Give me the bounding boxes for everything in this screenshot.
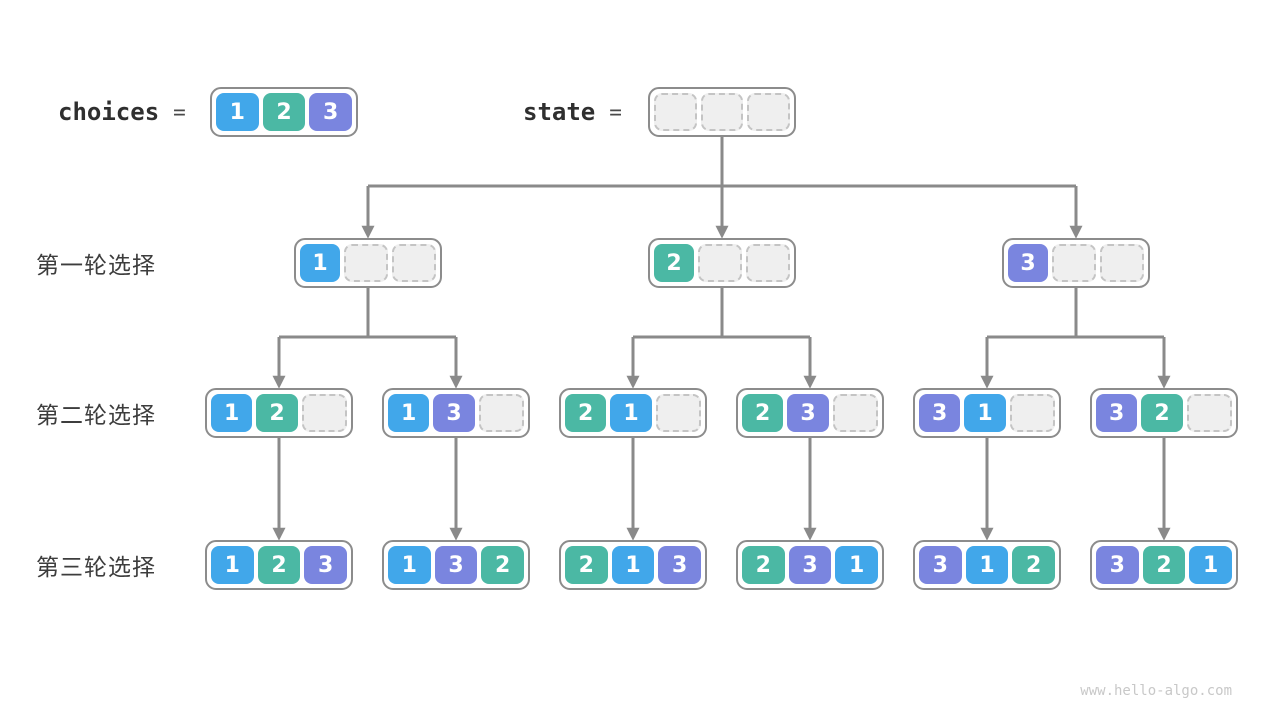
round-3-label: 第三轮选择 [36, 555, 156, 581]
value-cell-2: 2 [654, 244, 694, 282]
state-box-round1-3: 3 [1002, 238, 1150, 288]
empty-slot [655, 394, 701, 432]
choices-equals-sign: = [173, 100, 186, 124]
state-box-round1-2: 2 [648, 238, 796, 288]
empty-slot [747, 93, 791, 131]
choices-definition: choices = [58, 87, 186, 137]
value-cell-2: 2 [262, 93, 306, 131]
value-cell-3: 3 [919, 394, 961, 432]
value-cell-3: 3 [788, 546, 832, 584]
empty-slot [301, 394, 347, 432]
value-cell-1: 1 [1189, 546, 1233, 584]
empty-slot [746, 244, 790, 282]
choices-label: choices [58, 98, 160, 126]
value-cell-2: 2 [1012, 546, 1056, 584]
tree-edges [272, 136, 1171, 541]
state-box-root [648, 87, 796, 137]
value-cell-1: 1 [388, 394, 430, 432]
empty-slot [344, 244, 388, 282]
value-cell-2: 2 [257, 546, 301, 584]
value-cell-2: 2 [565, 394, 607, 432]
value-cell-2: 2 [1142, 546, 1186, 584]
empty-slot [1100, 244, 1144, 282]
value-cell-3: 3 [433, 394, 475, 432]
value-cell-2: 2 [742, 546, 785, 584]
state-label: state [523, 98, 596, 126]
empty-slot [478, 394, 524, 432]
empty-slot [1186, 394, 1232, 432]
round-1-label: 第一轮选择 [36, 253, 156, 279]
empty-slot [654, 93, 697, 131]
value-cell-1: 1 [216, 93, 259, 131]
state-definition: state = [523, 87, 622, 137]
value-cell-1: 1 [211, 394, 253, 432]
value-cell-1: 1 [300, 244, 340, 282]
value-cell-3: 3 [787, 394, 829, 432]
round-2-label: 第二轮选择 [36, 403, 156, 429]
empty-slot [392, 244, 436, 282]
value-cell-1: 1 [611, 546, 655, 584]
watermark: www.hello-algo.com [1080, 683, 1232, 699]
value-cell-2: 2 [742, 394, 784, 432]
value-cell-2: 2 [256, 394, 298, 432]
value-cell-2: 2 [565, 546, 608, 584]
value-cell-2: 2 [481, 546, 525, 584]
value-cell-3: 3 [1096, 394, 1138, 432]
empty-slot [1009, 394, 1055, 432]
value-cell-1: 1 [835, 546, 879, 584]
empty-slot [698, 244, 742, 282]
state-equals-sign: = [609, 100, 622, 124]
value-cell-1: 1 [610, 394, 652, 432]
value-cell-1: 1 [388, 546, 431, 584]
value-cell-3: 3 [309, 93, 353, 131]
empty-slot [1052, 244, 1096, 282]
value-cell-3: 3 [304, 546, 348, 584]
state-box-round1-1: 1 [294, 238, 442, 288]
value-cell-3: 3 [658, 546, 702, 584]
value-cell-3: 3 [1008, 244, 1048, 282]
value-cell-3: 3 [434, 546, 478, 584]
empty-slot [832, 394, 878, 432]
value-cell-1: 1 [211, 546, 254, 584]
value-cell-2: 2 [1141, 394, 1183, 432]
value-cell-1: 1 [965, 546, 1009, 584]
value-cell-1: 1 [964, 394, 1006, 432]
empty-slot [700, 93, 744, 131]
value-cell-3: 3 [1096, 546, 1139, 584]
value-cell-3: 3 [919, 546, 962, 584]
